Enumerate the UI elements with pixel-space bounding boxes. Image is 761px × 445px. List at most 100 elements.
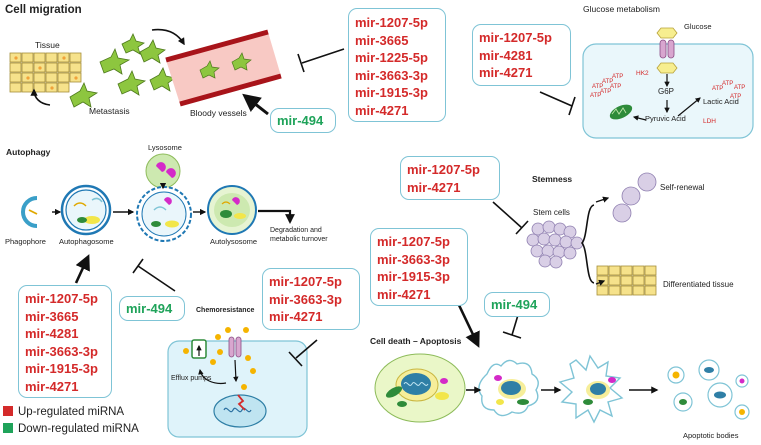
label-efflux-pumps: Efflux pumps	[171, 375, 212, 382]
mirna-box-autophagy: mir-1207-5p mir-3665 mir-4281 mir-3663-3…	[18, 285, 112, 398]
label-atp: ATP	[712, 86, 724, 92]
mirna-box-autophagy-down: mir-494	[119, 296, 185, 321]
mirna-item: mir-1225-5p	[355, 50, 428, 65]
label-phagophore: Phagophore	[5, 237, 46, 246]
legend-down-swatch	[3, 423, 13, 433]
label-apoptotic-bodies: Apoptotic bodies	[683, 431, 739, 440]
autophagosome	[60, 184, 112, 236]
inhibit-autophagy	[132, 258, 176, 292]
heading-glucose-metabolism: Glucose metabolism	[583, 4, 661, 14]
heading-stemness: Stemness	[532, 174, 573, 184]
blebbing-cell	[558, 354, 624, 424]
mirna-item: mir-4271	[407, 179, 461, 195]
mirna-item: mir-1915-3p	[25, 361, 98, 376]
glucose-transporter	[659, 39, 675, 59]
inhibit-glucose	[539, 91, 576, 116]
healthy-cell	[374, 353, 466, 423]
label-ldh: LDH	[703, 118, 717, 125]
fusion-vesicle	[136, 186, 192, 242]
label-atp: ATP	[590, 93, 602, 99]
mirna-item: mir-1915-3p	[377, 269, 450, 284]
legend-up-label: Up-regulated miRNA	[18, 406, 125, 418]
label-atp: ATP	[722, 81, 734, 87]
mirna-item: mir-4281	[479, 47, 533, 63]
autolysosome	[207, 185, 257, 235]
inhibit-migration	[297, 48, 345, 73]
mirna-item: mir-1207-5p	[355, 15, 428, 30]
heading-cell-migration: Cell migration	[5, 4, 82, 16]
mirna-box-apoptosis: mir-1207-5p mir-3663-3p mir-1915-3p mir-…	[370, 228, 468, 306]
mirna-item: mir-1915-3p	[355, 85, 428, 100]
label-atp: ATP	[612, 74, 624, 80]
stemness-brace	[580, 204, 595, 284]
label-atp: ATP	[610, 84, 622, 90]
migrating-cells	[69, 33, 176, 108]
mirna-item: mir-4271	[269, 309, 323, 324]
mirna-box-migration-down: mir-494	[270, 108, 336, 133]
heading-chemoresistance: Chemoresistance	[196, 307, 255, 314]
mirna-item: mir-1207-5p	[269, 274, 342, 289]
chemo-nucleus	[213, 394, 267, 428]
label-metabolic-turnover: metabolic turnover	[270, 236, 328, 243]
drug-particles	[183, 327, 256, 390]
heading-cell-death: Cell death – Apoptosis	[370, 336, 462, 346]
legend-down: Down-regulated miRNA	[3, 423, 139, 435]
mirna-item: mir-1207-5p	[407, 162, 480, 177]
mirna-item: mir-3663-3p	[377, 251, 450, 267]
mirna-box-glucose: mir-1207-5p mir-4281 mir-4271	[472, 24, 571, 86]
inhibit-stemness	[492, 201, 529, 235]
mirna-item: mir-494	[126, 301, 173, 316]
mirna-item: mir-3663-3p	[355, 67, 428, 83]
label-pyruvic-acid: Pyruvic Acid	[645, 114, 686, 123]
efflux-pump-right	[228, 336, 242, 358]
mirna-item: mir-4271	[25, 378, 79, 394]
legend-up: Up-regulated miRNA	[3, 406, 124, 418]
differentiated-tissue	[596, 265, 657, 296]
inhibit-apoptosis	[502, 314, 522, 339]
efflux-pump-left	[191, 339, 207, 359]
stem-cells	[526, 220, 584, 269]
legend-up-swatch	[3, 406, 13, 416]
label-autolysosome: Autolysosome	[210, 237, 258, 246]
mirna-box-chemoresistance: mir-1207-5p mir-3663-3p mir-4271	[262, 268, 360, 330]
mirna-item: mir-494	[277, 113, 324, 128]
label-bloody-vessels: Bloody vessels	[190, 108, 247, 118]
mirna-item: mir-494	[491, 297, 538, 312]
inhibit-chemoresistance	[288, 339, 318, 367]
label-autophagosome: Autophagosome	[59, 237, 114, 246]
mirna-item: mir-3665	[355, 32, 409, 48]
label-tissue: Tissue	[35, 40, 60, 50]
phagophore	[21, 196, 38, 228]
mirna-box-stemness: mir-1207-5p mir-4271	[400, 156, 500, 200]
label-differentiated-tissue: Differentiated tissue	[663, 280, 734, 289]
apoptotic-bodies-shapes	[667, 359, 750, 420]
mirna-item: mir-3663-3p	[25, 343, 98, 359]
mirna-box-apoptosis-down: mir-494	[484, 292, 550, 317]
mirna-item: mir-4271	[479, 65, 533, 80]
blood-vessel	[165, 29, 282, 107]
glucose-hexagon-inner	[656, 62, 678, 74]
label-glucose: Glucose	[684, 22, 712, 31]
label-metastasis: Metastasis	[89, 106, 130, 116]
glucose-hexagon-top	[656, 27, 678, 39]
label-atp: ATP	[730, 94, 742, 100]
label-atp: ATP	[600, 89, 612, 95]
mirna-item: mir-3665	[25, 308, 79, 324]
mirna-box-migration: mir-1207-5p mir-3665 mir-1225-5p mir-366…	[348, 8, 446, 122]
label-stem-cells: Stem cells	[533, 208, 570, 217]
label-hk2: HK2	[636, 70, 649, 77]
mirna-item: mir-1207-5p	[377, 234, 450, 249]
mirna-item: mir-1207-5p	[479, 30, 552, 45]
heading-autophagy: Autophagy	[6, 147, 51, 157]
self-renewal-cells	[612, 172, 657, 223]
label-atp: ATP	[602, 79, 614, 85]
label-atp: ATP	[592, 84, 604, 90]
lysosome	[145, 153, 181, 189]
label-self-renewal: Self-renewal	[660, 183, 705, 192]
mirna-item: mir-1207-5p	[25, 291, 98, 306]
mirna-item: mir-4281	[25, 326, 79, 341]
label-lactic-acid: Lactic Acid	[703, 97, 739, 106]
shrinking-cell	[478, 359, 539, 417]
